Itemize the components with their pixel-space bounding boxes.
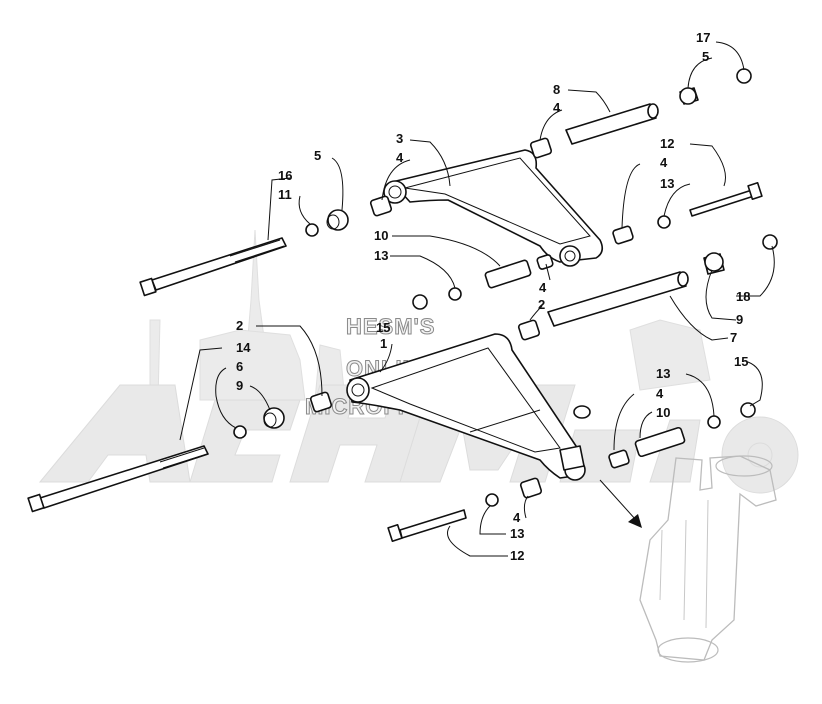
nut-18 <box>762 234 778 250</box>
bushing-5-top <box>679 87 699 105</box>
bushing-2-left <box>309 391 333 413</box>
bushing-2-mid <box>517 319 541 341</box>
callout-10-low: 10 <box>656 405 670 420</box>
lower-long-bolt <box>27 445 209 513</box>
callout-2-left: 2 <box>236 318 243 333</box>
upper-a-arm <box>383 149 604 267</box>
callout-17-top: 17 <box>696 30 710 45</box>
callout-7: 7 <box>730 330 737 345</box>
callout-4-f: 4 <box>513 510 521 525</box>
lower-a-arm <box>346 333 591 481</box>
washer-13-mid <box>448 287 462 301</box>
callout-15-right: 15 <box>734 354 748 369</box>
upper-long-bolt <box>139 237 287 297</box>
bushing-9-right <box>703 252 725 275</box>
callout-4-e: 4 <box>656 386 664 401</box>
callout-6: 6 <box>236 359 243 374</box>
nut-15-left <box>412 294 428 310</box>
bolt-12-low <box>387 509 467 543</box>
callout-4-c: 4 <box>660 155 668 170</box>
washer-6 <box>233 425 247 439</box>
callout-5-top: 5 <box>702 49 709 64</box>
bolt-12-top <box>689 181 763 217</box>
callout-12-top: 12 <box>660 136 674 151</box>
bushing-4-upper-left <box>369 195 393 217</box>
bushing-4-right <box>612 225 634 245</box>
callout-4-a: 4 <box>553 100 561 115</box>
bushing-4-low-right <box>608 449 630 469</box>
spindle-outline <box>639 455 777 663</box>
washer-13-upper <box>657 215 671 229</box>
washer-11 <box>305 223 319 237</box>
bushing-5-left <box>326 209 349 231</box>
callout-18: 18 <box>736 289 750 304</box>
callout-11: 11 <box>278 187 292 202</box>
callout-13-b: 13 <box>374 248 388 263</box>
callout-12-low: 12 <box>510 548 524 563</box>
callout-13-d: 13 <box>510 526 524 541</box>
callout-8: 8 <box>553 82 560 97</box>
bushing-4-small <box>536 254 554 270</box>
watermark-line-1: HESM'S <box>346 314 435 339</box>
callout-16: 16 <box>278 168 292 183</box>
callout-13-c: 13 <box>656 366 670 381</box>
callout-labels: 17 5 8 4 3 4 12 4 13 5 16 11 10 13 4 18 … <box>236 30 750 563</box>
callout-3: 3 <box>396 131 403 146</box>
shaft-8 <box>565 103 659 145</box>
callout-4-b: 4 <box>396 150 404 165</box>
callout-10-top: 10 <box>374 228 388 243</box>
spacer-10-low <box>634 426 686 458</box>
washer-13-low <box>485 493 499 507</box>
shaft-7 <box>547 271 689 327</box>
washer-13-low-right <box>707 415 721 429</box>
watermark-skyline <box>149 229 711 401</box>
callout-9-right: 9 <box>736 312 743 327</box>
bushing-4-low <box>519 477 543 499</box>
upper-a-arm-assembly <box>139 68 763 310</box>
watermark: HESM'S ONLINE MICROFICHE <box>38 229 799 494</box>
callout-4-d: 4 <box>539 280 547 295</box>
spacer-10-top <box>484 259 532 289</box>
bushing-4-upper-right <box>529 137 553 159</box>
nut-15-right <box>740 402 756 418</box>
lower-a-arm-assembly <box>27 234 778 663</box>
callout-14: 14 <box>236 340 251 355</box>
direction-arrow <box>599 479 642 528</box>
nut-17 <box>736 68 752 84</box>
callout-13-a: 13 <box>660 176 674 191</box>
callout-2-mid: 2 <box>538 297 545 312</box>
leader-lines <box>179 41 775 557</box>
bushing-9-left <box>263 407 285 429</box>
callout-15-left: 15 <box>376 320 390 335</box>
callout-1: 1 <box>380 336 387 351</box>
callout-5-left: 5 <box>314 148 321 163</box>
callout-9-left: 9 <box>236 378 243 393</box>
